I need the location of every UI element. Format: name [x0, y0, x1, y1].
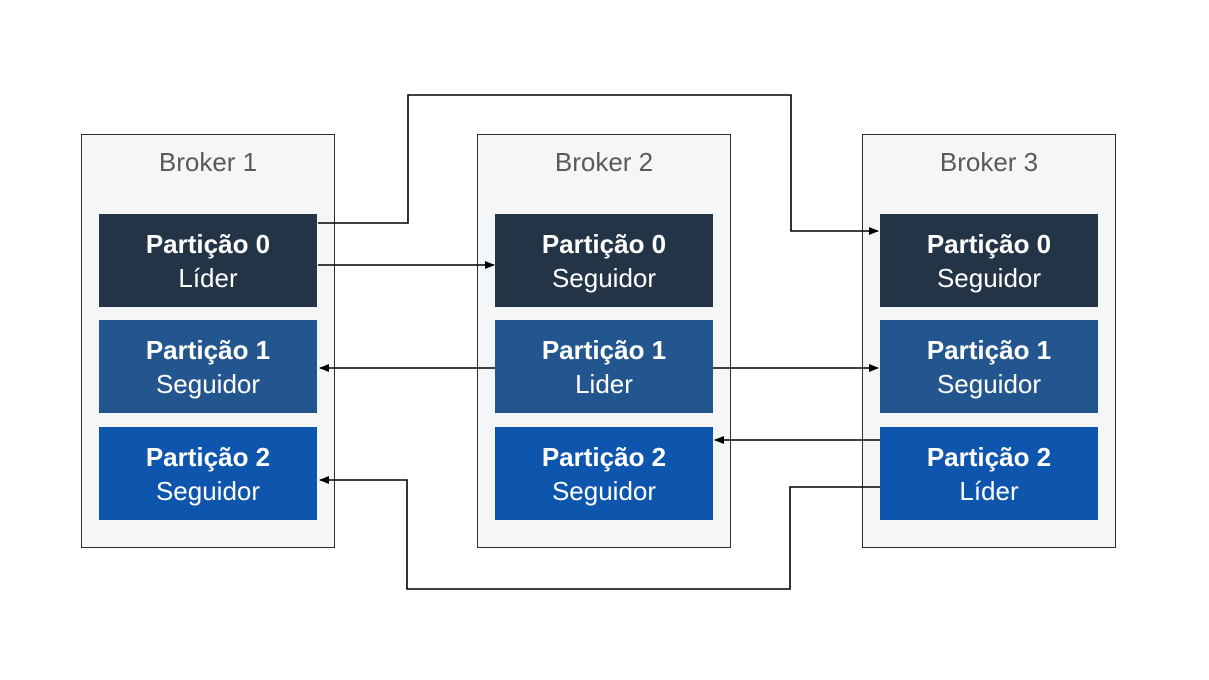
- partition-name: Partição 0: [541, 228, 667, 259]
- link-p2-b3-to-b1: [319, 476, 880, 590]
- broker-1: Broker 1 Partição 0 Líder Partição 1 Seg…: [81, 134, 335, 548]
- broker-3-partition-2: Partição 2 Líder: [880, 427, 1098, 520]
- broker-1-partition-1: Partição 1 Seguidor: [99, 320, 317, 413]
- broker-3: Broker 3 Partição 0 Seguidor Partição 1 …: [862, 134, 1116, 548]
- partition-role: Líder: [959, 475, 1019, 506]
- broker-1-partition-2: Partição 2 Seguidor: [99, 427, 317, 520]
- broker-2-partition-0: Partição 0 Seguidor: [495, 214, 713, 307]
- partition-role: Lider: [575, 368, 633, 399]
- partition-name: Partição 1: [541, 334, 667, 365]
- broker-2-partition-1: Partição 1 Lider: [495, 320, 713, 413]
- broker-title: Broker 1: [158, 147, 258, 177]
- partition-role: Seguidor: [936, 368, 1042, 399]
- broker-3-partition-0: Partição 0 Seguidor: [880, 214, 1098, 307]
- partition-name: Partição 1: [926, 334, 1052, 365]
- partition-role: Seguidor: [936, 262, 1042, 293]
- broker-3-partition-1: Partição 1 Seguidor: [880, 320, 1098, 413]
- link-p0-b1-to-b3: [318, 94, 879, 235]
- partition-name: Partição 2: [541, 441, 667, 472]
- partition-role: Seguidor: [551, 262, 657, 293]
- partition-role: Seguidor: [155, 368, 261, 399]
- broker-2-partition-2: Partição 2 Seguidor: [495, 427, 713, 520]
- broker-2: Broker 2 Partição 0 Seguidor Partição 1 …: [477, 134, 731, 548]
- broker-title: Broker 3: [939, 147, 1039, 177]
- partition-name: Partição 0: [926, 228, 1052, 259]
- broker-title: Broker 2: [554, 147, 654, 177]
- partition-name: Partição 2: [926, 441, 1052, 472]
- partition-role: Líder: [178, 262, 238, 293]
- partition-name: Partição 0: [145, 228, 271, 259]
- partition-role: Seguidor: [155, 475, 261, 506]
- partition-name: Partição 2: [145, 441, 271, 472]
- partition-name: Partição 1: [145, 334, 271, 365]
- broker-1-partition-0: Partição 0 Líder: [99, 214, 317, 307]
- partition-role: Seguidor: [551, 475, 657, 506]
